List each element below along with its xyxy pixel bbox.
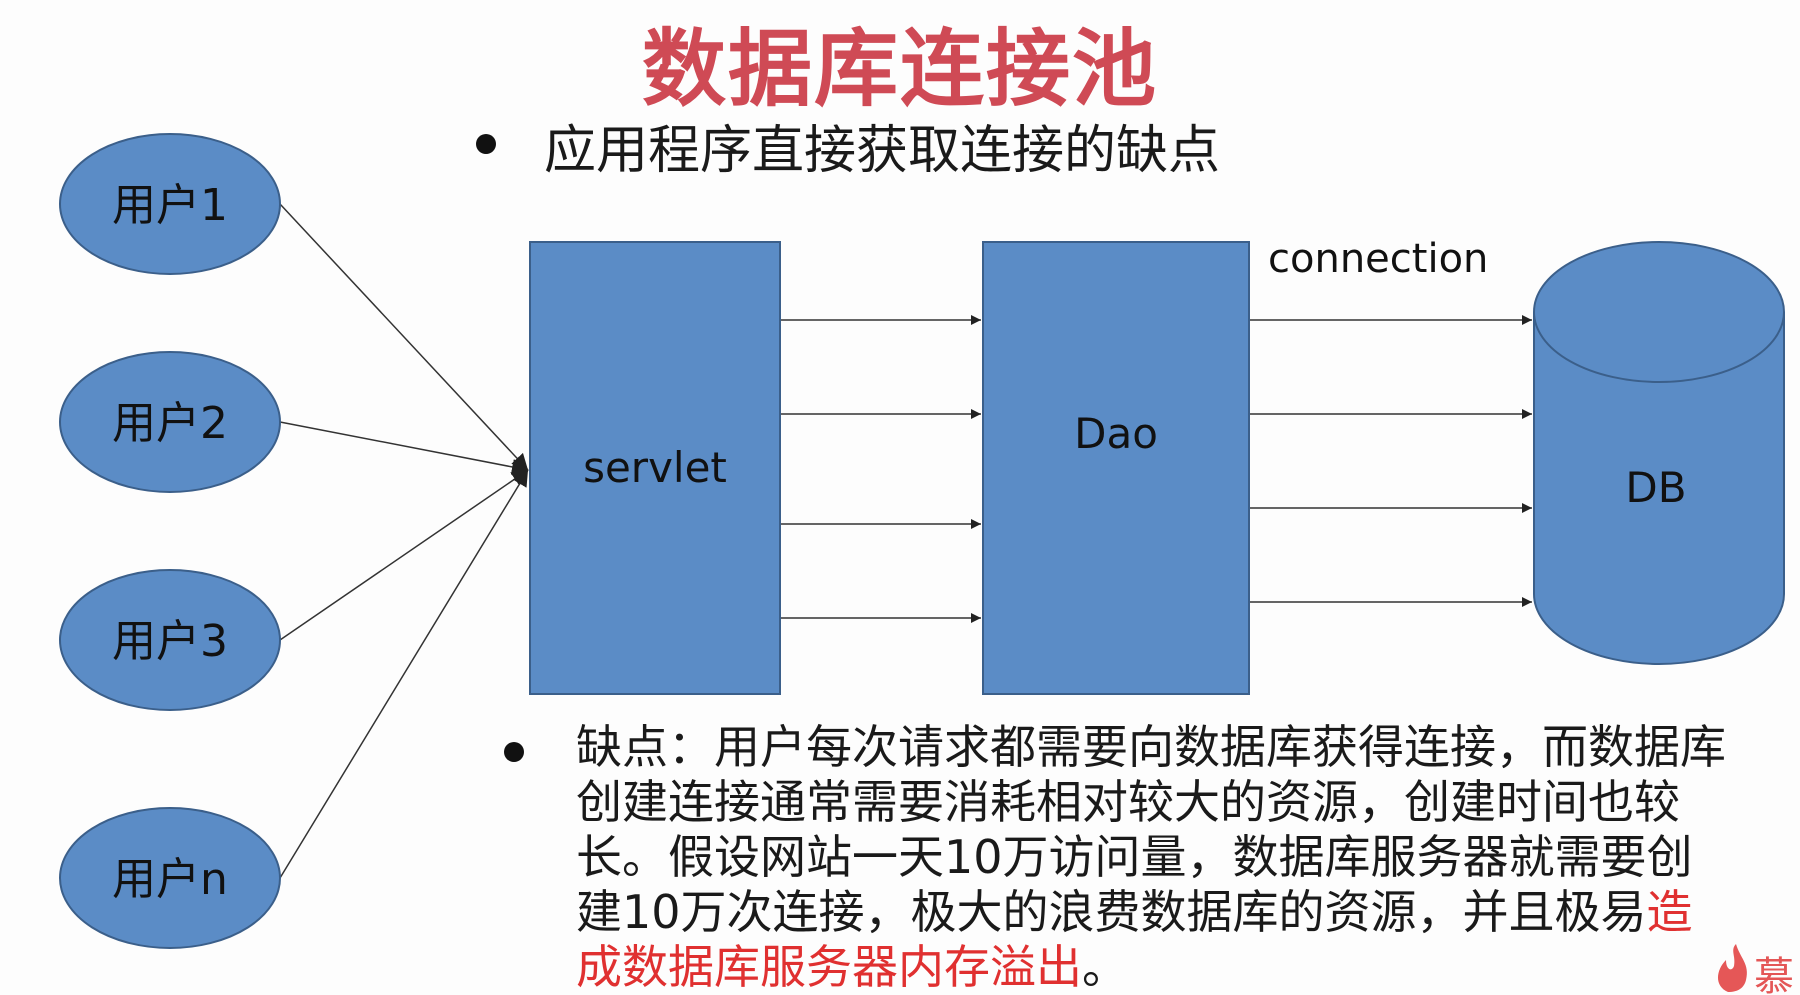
user-2-node: 用户2 xyxy=(59,351,281,493)
bullet-heading: 应用程序直接获取连接的缺点 xyxy=(544,121,1221,181)
connection-label: connection xyxy=(1268,236,1488,282)
db-label: DB xyxy=(1625,463,1686,512)
user-2-to-servlet-line xyxy=(279,421,529,475)
user-n-to-servlet-line xyxy=(279,469,529,879)
user-3-node: 用户3 xyxy=(59,569,281,711)
flame-logo-watermark: 慕 xyxy=(1718,944,1794,994)
user-1-node: 用户1 xyxy=(59,133,281,275)
user-1-label: 用户1 xyxy=(112,180,228,231)
drawback-text: 缺点：用户每次请求都需要向数据库获得连接，而数据库创建连接通常需要消耗相对较大的… xyxy=(576,720,1726,939)
drawback-highlight: 造成数据库服务器内存溢出 xyxy=(576,885,1693,994)
servlet-node: servlet xyxy=(529,241,781,695)
watermark-text: 慕 xyxy=(1754,954,1794,994)
bullet-dot-2 xyxy=(504,742,524,762)
user-n-label: 用户n xyxy=(112,854,228,905)
user-3-label: 用户3 xyxy=(112,616,228,667)
user-n-node: 用户n xyxy=(59,807,281,949)
drawback-end: 。 xyxy=(1082,940,1128,994)
user-2-label: 用户2 xyxy=(112,398,228,449)
dao-node: Dao xyxy=(982,241,1250,695)
servlet-label: servlet xyxy=(583,443,727,492)
drawback-description: 缺点：用户每次请求都需要向数据库获得连接，而数据库创建连接通常需要消耗相对较大的… xyxy=(576,720,1726,995)
dao-label: Dao xyxy=(1074,409,1158,458)
bullet-dot-1 xyxy=(476,134,496,154)
database-cylinder: DB xyxy=(1533,241,1785,665)
slide-title: 数据库连接池 xyxy=(641,20,1158,118)
user-1-to-servlet-line xyxy=(279,203,529,471)
user-3-to-servlet-line xyxy=(279,469,529,641)
